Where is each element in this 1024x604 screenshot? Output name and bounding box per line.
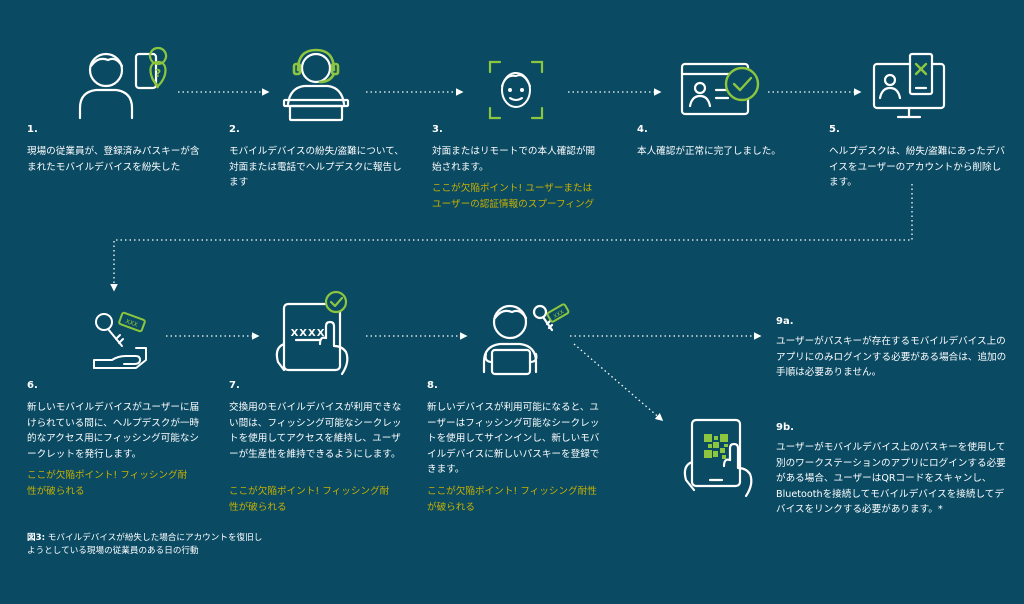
user-key-tablet-icon: XXX <box>482 303 570 376</box>
step-2-number: 2. <box>229 124 240 135</box>
step-9a-text: ユーザーがパスキーが存在するモバイルデバイス上のアプリにのみログインする必要があ… <box>776 336 1007 378</box>
step-8-number: 8. <box>427 380 438 391</box>
key-hand-icon: XXX <box>93 311 147 369</box>
step-9b-text: ユーザーがモバイルデバイス上のパスキーを使用して別のワークステーションのアプリに… <box>776 442 1006 515</box>
pin-code-label: XXXX <box>291 328 326 339</box>
face-scan-icon <box>488 60 544 120</box>
tablet-pin-check-icon: XXXX <box>275 290 349 376</box>
step-6-number: 6. <box>27 380 38 391</box>
step-4-number: 4. <box>637 124 648 135</box>
step-7-text: 交換用のモバイルデバイスが利用できない間は、フィッシング可能なシークレットを使用… <box>229 402 402 460</box>
user-phone-question-icon: ? <box>78 46 168 120</box>
key-tag-label: XXX <box>124 318 138 329</box>
step-7-warning: ここが欠陥ポイント! フィッシング耐性が破られる <box>229 486 390 513</box>
figure-caption-label: 図3: <box>27 533 46 543</box>
step-8-warning: ここが欠陥ポイント! フィッシング耐性が破られる <box>427 486 597 513</box>
figure-caption: 図3: モバイルデバイスが紛失した場合にアカウントを復旧しようとしている現場の従… <box>27 532 267 557</box>
key-tag-label-2: XXX <box>553 309 566 320</box>
step-6-warning: ここが欠陥ポイント! フィッシング耐性が破られる <box>27 470 188 497</box>
step-8-text: 新しいデバイスが利用可能になると、ユーザーはフィッシング可能なシークレットを使用… <box>427 402 600 475</box>
step-6-text: 新しいモバイルデバイスがユーザーに届けられている間に、ヘルプデスクが一時的なアク… <box>27 402 200 460</box>
step-3-warning: ここが欠陥ポイント! ユーザーまたはユーザーの認証情報のスプーフィング <box>432 183 595 210</box>
question-mark: ? <box>155 67 161 80</box>
figure-caption-text: モバイルデバイスが紛失した場合にアカウントを復旧しようとしている現場の従業員のあ… <box>27 533 263 556</box>
verified-id-card-icon <box>680 62 760 116</box>
step-4-text: 本人確認が正常に完了しました。 <box>637 146 781 157</box>
tablet-qr-icon <box>683 418 753 498</box>
step-3-number: 3. <box>432 124 443 135</box>
step-2-text: モバイルデバイスの紛失/盗難について、対面または電話でヘルプデスクに報告します <box>229 146 404 188</box>
qr-code <box>704 434 728 459</box>
step-1-number: 1. <box>27 124 38 135</box>
step-5-number: 5. <box>829 124 840 135</box>
helpdesk-agent-icon <box>282 48 350 122</box>
step-7-number: 7. <box>229 380 240 391</box>
monitor-remove-device-icon <box>872 52 946 119</box>
step-5-text: ヘルプデスクは、紛失/盗難にあったデバイスをユーザーのアカウントから削除します。 <box>829 146 1005 188</box>
step-9b-number: 9b. <box>776 422 794 433</box>
step-9a-number: 9a. <box>776 316 794 327</box>
step-1-text: 現場の従業員が、登録済みパスキーが含まれたモバイルデバイスを紛失した <box>27 146 200 173</box>
step-3-text: 対面またはリモートでの本人確認が開始されます。 <box>432 146 596 173</box>
